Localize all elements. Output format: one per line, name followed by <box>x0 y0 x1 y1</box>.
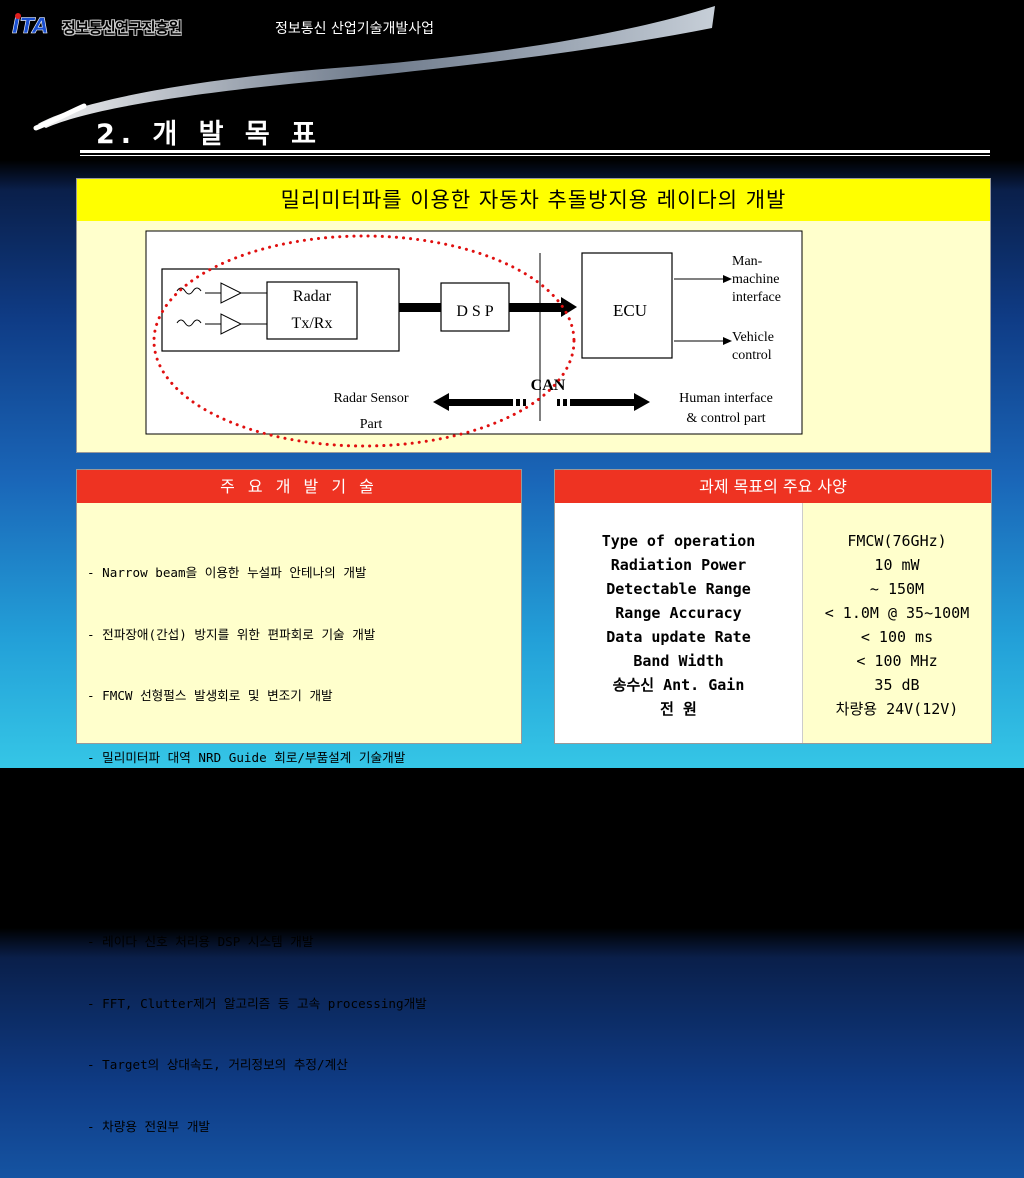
spec-values-column: FMCW(76GHz) 10 mW ~ 150M < 1.0M @ 35~100… <box>803 503 991 743</box>
dsp-label: D S P <box>456 303 493 320</box>
tech-item: - 밀리미터파 대역 NRD Guide 회로/부품설계 기술개발 <box>87 749 406 765</box>
program-name: 정보통신 산업기술개발사업 <box>275 21 435 37</box>
ecu-box <box>581 252 673 359</box>
ecu-label: ECU <box>613 301 647 320</box>
spec-value: 35 dB <box>874 676 920 694</box>
spec-value: ~ 150M <box>869 580 925 598</box>
radar-highlight-ellipse <box>152 234 576 448</box>
spec-value-list: FMCW(76GHz) 10 mW ~ 150M < 1.0M @ 35~100… <box>803 529 991 721</box>
spec-label: Radiation Power <box>610 556 747 574</box>
spec-value: FMCW(76GHz) <box>847 532 947 550</box>
spec-value: 차량용 24V(12V) <box>835 700 959 718</box>
header-swoosh <box>33 6 715 131</box>
arrow-left-head <box>433 393 449 411</box>
tech-item: - Narrow beam을 이용한 누설파 안테나의 개발 <box>87 565 367 580</box>
can-label: CAN <box>531 377 566 394</box>
wave-in-icon <box>176 319 202 327</box>
tech-list: - Narrow beam을 이용한 누설파 안테나의 개발 - 전파장애(간섭… <box>87 522 427 1178</box>
vehicle-label-2: control <box>732 348 772 363</box>
spec-label: 송수신 Ant. Gain <box>612 676 745 694</box>
tech-item: - 차량용 전원부 개발 <box>87 1118 211 1134</box>
title-rule <box>80 150 990 153</box>
spec-labels-column: Type of operation Radiation Power Detect… <box>555 503 803 743</box>
tech-item: - FFT, Clutter제거 알고리즘 등 고속 processing개발 <box>87 995 427 1011</box>
goal-panel: 밀리미터파를 이용한 자동차 추돌방지용 레이다의 개발 Radar Tx/Rx… <box>76 178 991 453</box>
title-rule-thin <box>80 155 990 156</box>
spec-label: Data update Rate <box>606 628 751 646</box>
mmi-label-2: machine <box>732 272 779 287</box>
vehicle-label-1: Vehicle <box>732 330 774 345</box>
radar-part-label-1: Radar Sensor <box>333 391 408 406</box>
spec-value: 10 mW <box>874 556 920 574</box>
org-name: 정보통신연구진흥원 <box>62 19 182 37</box>
system-diagram: Radar Tx/Rx D S P ECU Man- machine inter… <box>145 230 803 448</box>
spec-label: Detectable Range <box>606 580 751 598</box>
tech-panel: 주 요 개 발 기 술 - Narrow beam을 이용한 누설파 안테나의 … <box>76 469 522 1134</box>
human-part-label-2: & control part <box>686 411 765 426</box>
spec-value: < 1.0M @ 35~100M <box>824 604 970 622</box>
tech-heading: 주 요 개 발 기 술 <box>77 470 521 503</box>
spec-label: Type of operation <box>601 532 756 550</box>
tech-item: - 전파장애(간섭) 방지를 위한 편파회로 기술 개발 <box>87 626 376 642</box>
tech-item: - Target의 상대속도, 거리정보의 추정/계산 <box>87 1057 348 1072</box>
spec-panel: 과제 목표의 주요 사양 Type of operation Radiation… <box>554 469 992 744</box>
slide-title: 2. 개 발 목 표 <box>96 119 323 150</box>
mmi-label-1: Man- <box>732 254 763 269</box>
txrx-label: Tx/Rx <box>292 315 333 332</box>
ita-logo: ITA <box>12 13 49 38</box>
spec-label: 전 원 <box>660 700 697 718</box>
radar-part-label-2: Part <box>360 417 383 432</box>
goal-heading: 밀리미터파를 이용한 자동차 추돌방지용 레이다의 개발 <box>77 179 990 221</box>
tech-item: - FMCW 선형펄스 발생회로 및 변조기 개발 <box>87 688 333 703</box>
arrow-right-head <box>634 393 650 411</box>
radar-label: Radar <box>293 288 332 305</box>
dsp-box <box>440 282 510 332</box>
spec-heading: 과제 목표의 주요 사양 <box>555 470 991 503</box>
tech-item: - Circulator, Mixer, 발진기 등 밀리미터파 대역 <box>87 811 397 826</box>
tech-item: 회로/부품 개발 <box>87 872 195 888</box>
tech-item: - 레이다 신호 처리용 DSP 시스템 개발 <box>87 934 314 949</box>
spec-label: Range Accuracy <box>615 604 742 622</box>
spec-value: < 100 MHz <box>856 652 938 670</box>
human-part-label-1: Human interface <box>679 391 773 406</box>
spec-label-list: Type of operation Radiation Power Detect… <box>555 529 802 721</box>
spec-value: < 100 ms <box>860 628 934 646</box>
spec-label: Band Width <box>633 652 724 670</box>
wave-out-icon <box>176 287 202 295</box>
mmi-label-3: interface <box>732 290 781 305</box>
radar-txrx-box <box>266 281 358 340</box>
